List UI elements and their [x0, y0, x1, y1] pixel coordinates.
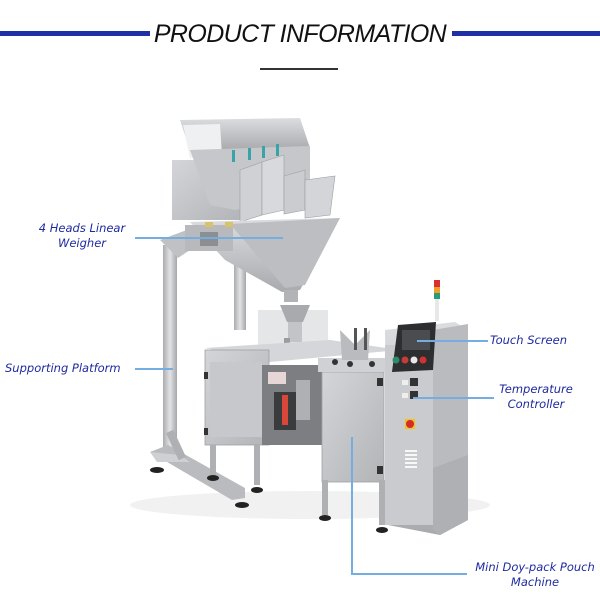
callout-label-platform: Supporting Platform	[5, 361, 121, 376]
pouch-machine	[204, 328, 400, 533]
page-title: PRODUCT INFORMATION	[153, 20, 447, 48]
header-bar-right	[452, 31, 600, 36]
callout-label-weigher: 4 Heads Linear Weigher	[22, 221, 142, 251]
supporting-platform	[150, 225, 249, 508]
callout-line: Touch Screen	[490, 333, 567, 347]
header-bar-left	[0, 31, 150, 36]
title-underline	[260, 68, 338, 70]
callout-label-pouch-machine: Mini Doy-pack Pouch Machine	[470, 560, 600, 590]
callout-label-temp-controller: Temperature Controller	[486, 382, 586, 412]
leader-line-touch-screen	[417, 340, 488, 342]
leader-line-temp-controller	[413, 397, 494, 399]
linear-weigher	[172, 118, 340, 302]
callout-line: Supporting Platform	[5, 361, 121, 375]
leader-line-weigher	[135, 237, 283, 239]
callout-line: Controller	[507, 397, 565, 411]
callout-line: Mini Doy-pack Pouch	[475, 560, 595, 574]
callout-line: 4 Heads Linear	[38, 221, 126, 235]
leader-line-pouch-horizontal	[351, 573, 467, 575]
leader-line-pouch-vertical	[351, 437, 353, 575]
callout-line: Weigher	[57, 236, 107, 250]
leader-line-platform	[135, 368, 173, 370]
callout-line: Temperature	[499, 382, 573, 396]
callout-line: Machine	[510, 575, 560, 589]
callout-label-touch-screen: Touch Screen	[490, 333, 567, 348]
control-cabinet	[385, 280, 468, 535]
